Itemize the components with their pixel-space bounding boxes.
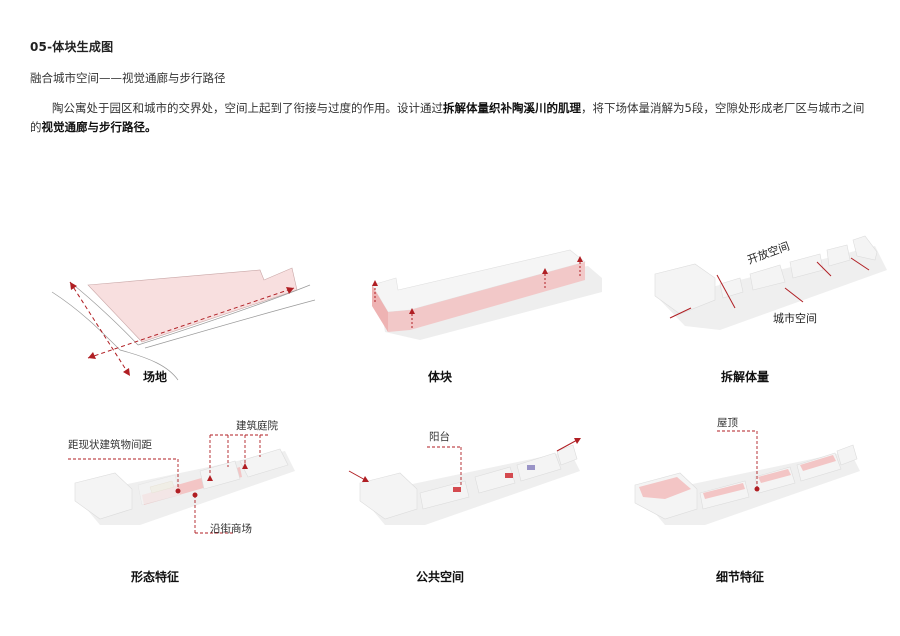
public-diagram-graphic: [348, 438, 581, 525]
massing-caption: 体块: [427, 370, 452, 384]
roof: [703, 483, 745, 499]
block: [826, 244, 851, 267]
balcony: [527, 465, 535, 470]
arrow-head: [362, 476, 369, 482]
corridor-arrow: [816, 261, 832, 277]
paragraph-text-1: 陶公寓处于园区和城市的交界处，空间上起到了衔接与过度的作用。设计通过: [52, 101, 443, 115]
block: [654, 263, 716, 315]
marker: [175, 488, 181, 494]
label-open: 开放空间: [745, 239, 791, 267]
detail-caption: 细节特征: [715, 570, 764, 584]
marker: [192, 492, 198, 498]
split-diagram: 开放空间 城市空间 拆解体量: [625, 230, 895, 384]
form-diagram-graphic: [68, 434, 295, 534]
mass-top: [371, 249, 586, 313]
block: [137, 474, 181, 506]
arrow-head: [409, 308, 415, 314]
road-line: [119, 349, 179, 381]
massing-diagram: 体块: [340, 240, 610, 384]
arrow-head: [123, 368, 130, 376]
arrow-head: [286, 287, 294, 294]
road-line: [69, 281, 139, 346]
path-arrow: [87, 287, 295, 359]
block: [74, 472, 133, 520]
arrow-head: [542, 268, 548, 274]
label-balcony: 阳台: [429, 431, 450, 443]
road-line: [137, 284, 311, 346]
roof: [800, 455, 836, 471]
paragraph-bold-1: 拆解体量织补陶溪川的肌理: [443, 101, 581, 115]
mass-side: [372, 285, 388, 332]
block: [556, 444, 578, 466]
balcony: [505, 473, 513, 478]
roof: [639, 477, 691, 499]
block: [852, 235, 878, 261]
block: [359, 472, 418, 520]
paragraph-text-2: ，将下场体量消解为5段，空隙处形成老厂区与城市之间的: [30, 101, 865, 134]
arrow-head: [88, 352, 96, 359]
label-city: 城市空间: [773, 311, 817, 325]
block: [239, 448, 289, 478]
mass-shadow: [660, 246, 887, 330]
page-heading: 05-体块生成图: [30, 40, 114, 54]
form-diagram: 距现状建筑物间距 建筑庭院 沿街商场 形态特征: [60, 415, 330, 585]
block: [749, 264, 786, 291]
balcony: [453, 487, 461, 492]
block: [789, 253, 824, 279]
corridor-arrow: [784, 287, 804, 303]
marker: [242, 463, 248, 469]
block: [199, 460, 241, 490]
label-courtyard: 建筑庭院: [236, 420, 278, 432]
public-caption: 公共空间: [415, 570, 464, 584]
arrow-head: [70, 282, 77, 290]
path-arrow: [69, 281, 131, 377]
public-diagram: 阳台 公共空间: [345, 415, 615, 585]
site-diagram: 场地: [50, 240, 320, 384]
road-line: [144, 299, 316, 349]
detail-diagram: 屋顶 细节特征: [625, 415, 895, 585]
form-caption: 形态特征: [130, 570, 179, 584]
site-caption: 场地: [142, 370, 167, 384]
mass-side: [388, 262, 585, 332]
massing-diagram-graphic: [371, 249, 602, 340]
page-subtitle: 融合城市空间——视觉通廊与步行路径: [30, 71, 226, 85]
paragraph-bold-2: 视觉通廊与步行路径。: [41, 120, 157, 134]
description-paragraph: 陶公寓处于园区和城市的交界处，空间上起到了衔接与过度的作用。设计通过拆解体量织补…: [30, 99, 870, 137]
split-diagram-graphic: 开放空间 城市空间: [654, 235, 887, 330]
road-line: [51, 291, 121, 351]
label-distance: 距现状建筑物间距: [68, 439, 152, 451]
marker: [754, 486, 760, 492]
split-caption: 拆解体量: [720, 370, 769, 384]
arrow-head: [574, 438, 581, 444]
label-retail: 沿街商场: [210, 523, 252, 535]
flow-arrow: [556, 438, 580, 452]
label-roof: 屋顶: [717, 417, 738, 429]
corridor-arrow: [850, 257, 870, 271]
corridor-arrow: [669, 307, 692, 319]
detail-diagram-graphic: [634, 430, 860, 525]
block: [836, 444, 858, 466]
block: [719, 277, 744, 299]
site-plot: [87, 267, 298, 343]
corridor-arrow: [716, 274, 736, 309]
roof: [758, 469, 791, 483]
arrow-head: [372, 280, 378, 286]
block: [516, 452, 562, 482]
site-diagram-graphic: [51, 267, 316, 381]
marker: [207, 475, 213, 481]
arrow-head: [577, 256, 583, 262]
